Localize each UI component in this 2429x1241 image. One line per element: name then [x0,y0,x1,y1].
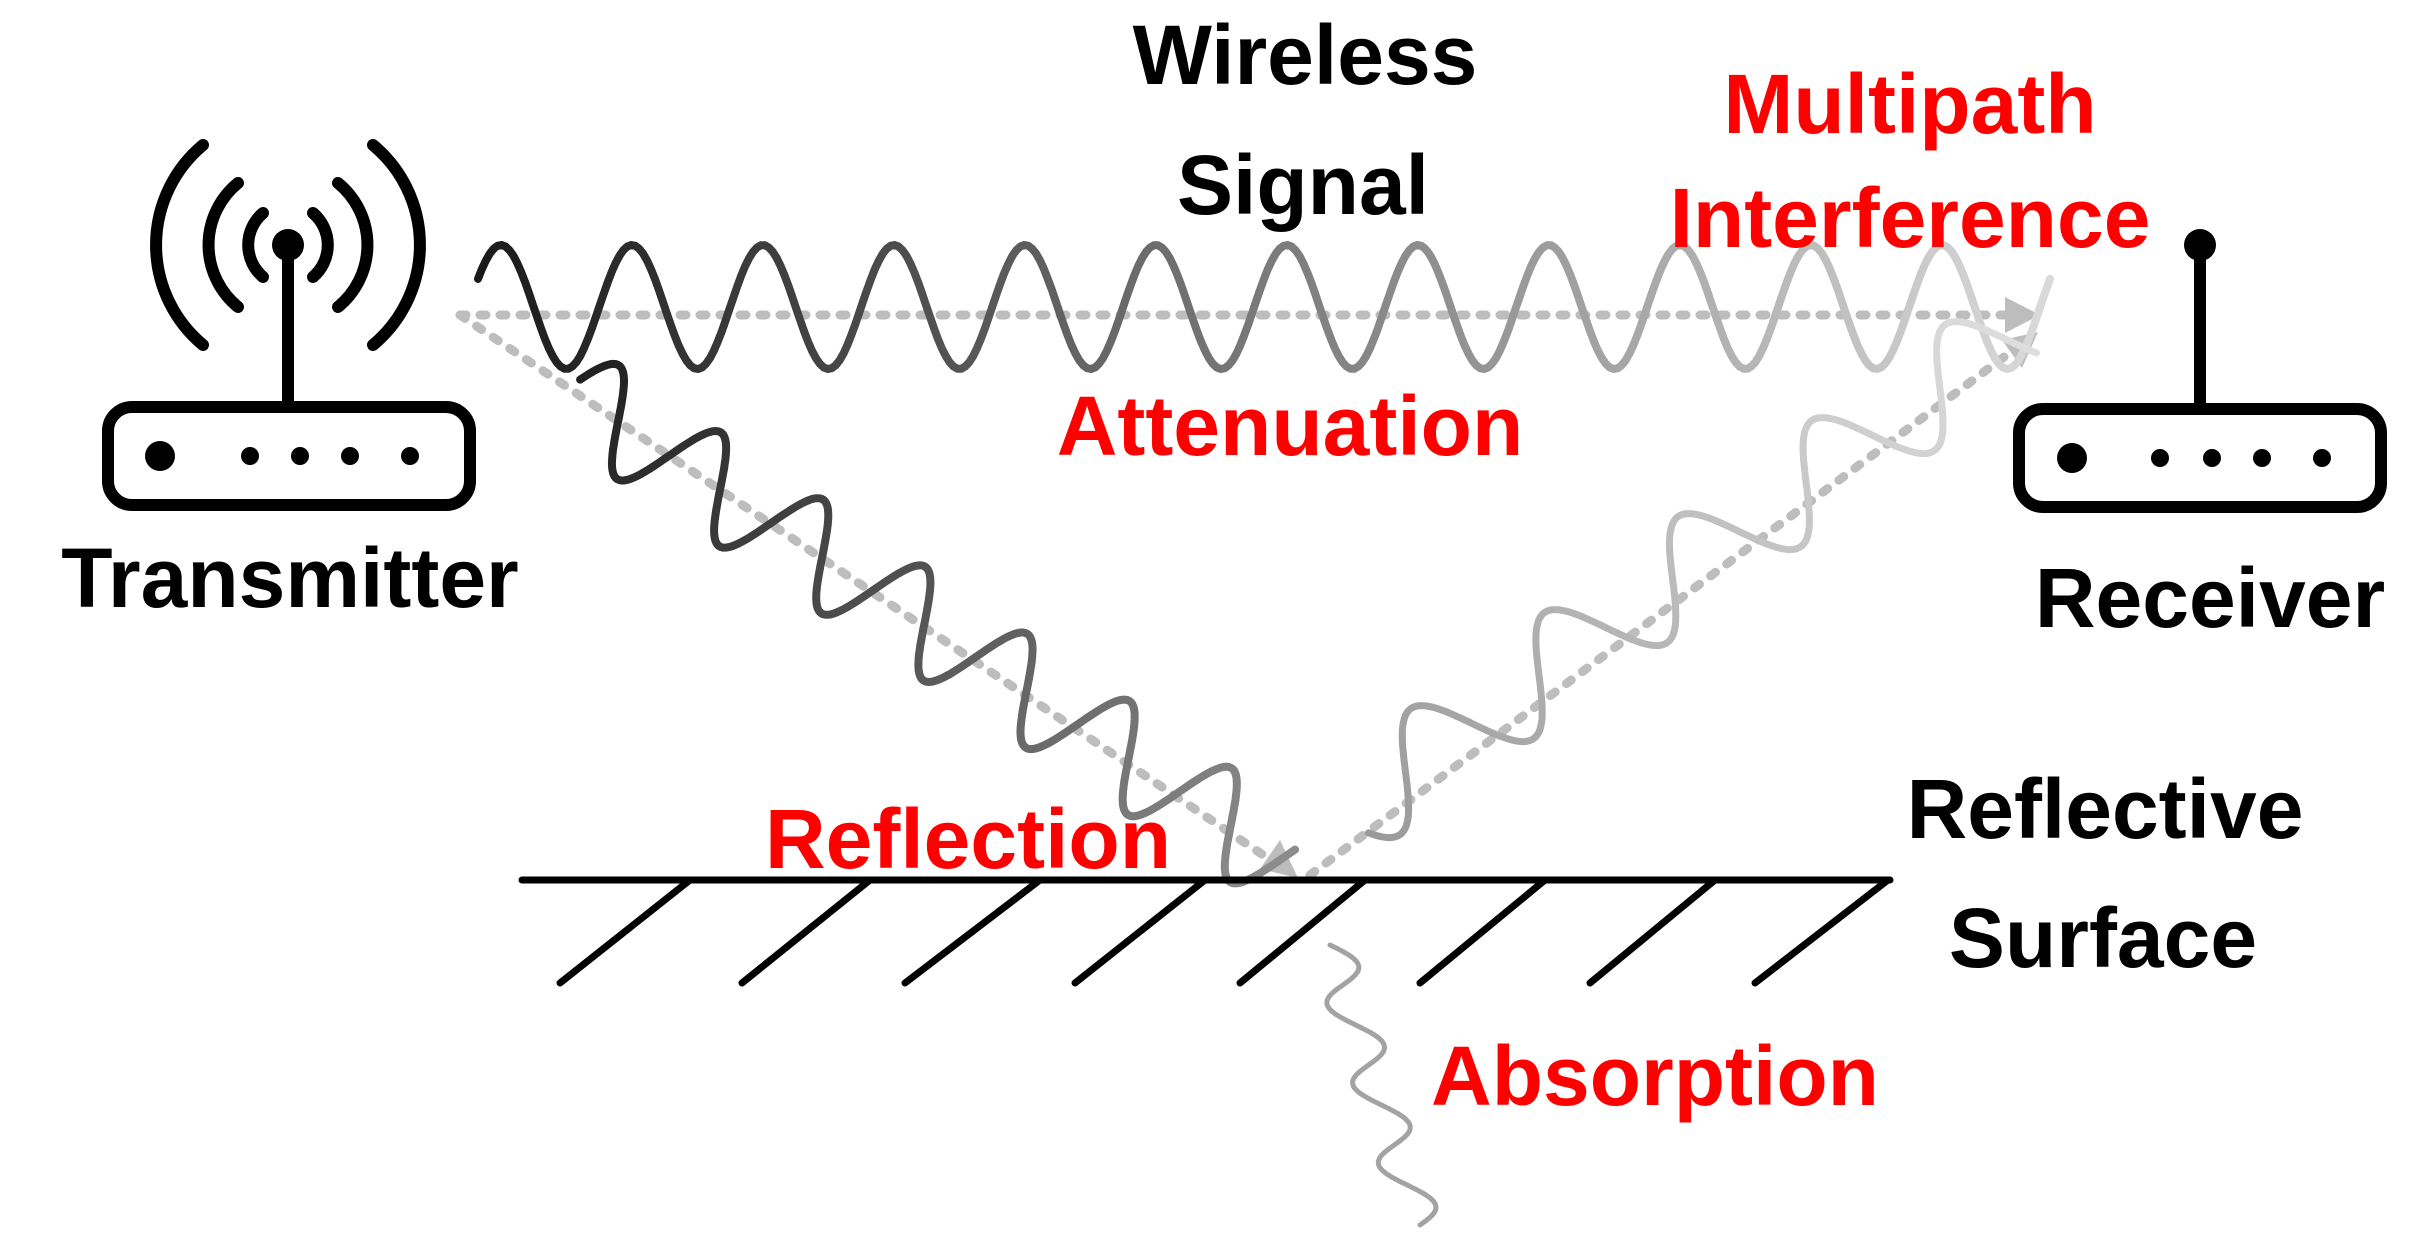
absorbed-signal-wave [1324,942,1439,1228]
direct-signal-wave [474,240,2054,374]
reflective-surface [518,876,1894,987]
title-line-1: Wireless [1133,8,1478,102]
path-arrows [455,310,2025,880]
receiver-router-icon [2013,229,2387,513]
signal-waves-icon [150,139,426,351]
title-line-2: Signal [1177,138,1429,232]
attenuation-label: Attenuation [1057,379,1524,473]
reflection-label: Reflection [765,792,1171,886]
reflected-signal-wave [1365,318,2040,842]
transmitter-label: Transmitter [61,531,519,625]
incident-path-arrow [455,310,1283,870]
receiver-label: Receiver [2035,551,2385,645]
multipath-label-line-2: Interference [1670,171,2151,265]
incident-signal-wave [576,359,1300,888]
surface-label-line-2: Surface [1949,891,2257,985]
reflected-path-arrow [1305,340,2025,880]
surface-label-line-1: Reflective [1907,762,2304,856]
direct-arrowhead-icon [2005,297,2040,333]
transmitter-router-icon [102,229,476,511]
absorption-label: Absorption [1431,1029,1879,1123]
multipath-label-line-1: Multipath [1723,57,2096,151]
